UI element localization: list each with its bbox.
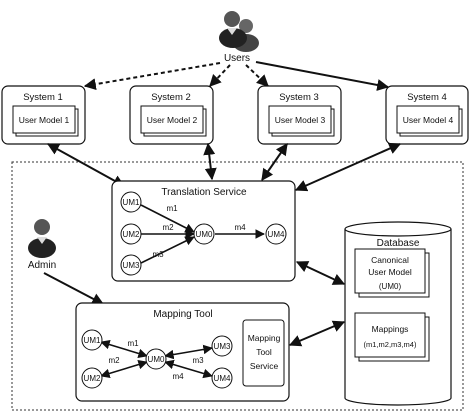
mt-node-um3-label: UM3 — [214, 342, 231, 351]
mapping-tool-service-line-2: Tool — [256, 347, 272, 357]
canonical-line-1: Canonical — [371, 255, 409, 265]
ts-edge-m2-label: m2 — [162, 223, 174, 232]
mt-node-um0-label: UM0 — [148, 355, 165, 364]
mt-node-um2 — [81, 367, 103, 389]
ts-edge-m1-label: m1 — [166, 204, 178, 213]
admin-label: Admin — [28, 260, 56, 271]
users-to-systems-arrows — [83, 61, 390, 91]
mt-node-um4-label: UM4 — [214, 374, 231, 383]
ts-node-um3-label: UM3 — [123, 261, 140, 270]
translation-database-arrow — [295, 261, 346, 285]
ts-node-um2 — [120, 223, 142, 245]
mappings-line-1: Mappings — [372, 324, 409, 334]
database-title: Database — [377, 238, 420, 249]
database: Database Canonical User Model (UM0) Mapp… — [344, 221, 452, 406]
user-model-2-label: User Model 2 — [147, 115, 198, 125]
system-2-label: System 2 — [151, 92, 191, 103]
mapping-tool-service — [242, 319, 285, 387]
ts-node-um1-label: UM1 — [123, 198, 140, 207]
system-4: System 4 User Model 4 — [385, 85, 469, 145]
mapping-database-arrow — [288, 320, 346, 347]
system-2: System 2 User Model 2 — [129, 85, 214, 145]
admin-icon — [28, 219, 56, 258]
admin-to-mapping-arrow — [43, 272, 105, 305]
ts-node-um2-label: UM2 — [123, 230, 140, 239]
ts-node-um4 — [265, 223, 287, 245]
mapping-tool: Mapping Tool UM1 UM2 UM0 UM3 UM4 m1 m2 m… — [75, 302, 290, 402]
systems-to-translation-arrows — [46, 142, 402, 192]
system-3: System 3 User Model 3 — [257, 85, 342, 145]
mapping-tool-service-line-1: Mapping — [248, 333, 281, 343]
mt-edge-m1-label: m1 — [127, 339, 139, 348]
mt-node-um2-label: UM2 — [84, 374, 101, 383]
users-label: Users — [224, 53, 250, 64]
mt-node-um1 — [81, 329, 103, 351]
translation-service: Translation Service UM1 UM2 UM3 UM0 UM4 … — [111, 180, 296, 282]
user-model-1-label: User Model 1 — [19, 115, 70, 125]
system-1: System 1 User Model 1 — [1, 85, 86, 145]
mt-edge-m2-label: m2 — [108, 356, 120, 365]
user-model-4-label: User Model 4 — [403, 115, 454, 125]
platform-boundary — [11, 161, 464, 411]
canonical-line-2: User Model — [368, 267, 412, 277]
mt-node-um1-label: UM1 — [84, 336, 101, 345]
mapping-tool-service-line-3: Service — [250, 361, 279, 371]
ts-node-um4-label: UM4 — [268, 230, 285, 239]
ts-node-um0-label: UM0 — [196, 230, 213, 239]
system-3-label: System 3 — [279, 92, 319, 103]
mt-node-um0 — [145, 348, 167, 370]
mt-edge-m4-label: m4 — [172, 372, 184, 381]
ts-node-um1 — [120, 191, 142, 213]
mapping-tool-title: Mapping Tool — [153, 309, 212, 320]
ts-edge-m4-label: m4 — [234, 223, 246, 232]
system-1-label: System 1 — [23, 92, 63, 103]
mt-node-um4 — [211, 367, 233, 389]
mt-node-um3 — [211, 335, 233, 357]
mt-edge-m3-label: m3 — [192, 356, 204, 365]
users-icon — [219, 11, 259, 52]
system-4-label: System 4 — [407, 92, 447, 103]
canonical-line-3: (UM0) — [379, 282, 402, 291]
mappings-line-2: (m1,m2,m3,m4) — [364, 340, 417, 349]
ts-node-um0 — [193, 223, 215, 245]
ts-edge-m3-label: m3 — [152, 250, 164, 259]
user-model-3-label: User Model 3 — [275, 115, 326, 125]
ts-node-um3 — [120, 254, 142, 276]
translation-service-title: Translation Service — [161, 187, 247, 198]
